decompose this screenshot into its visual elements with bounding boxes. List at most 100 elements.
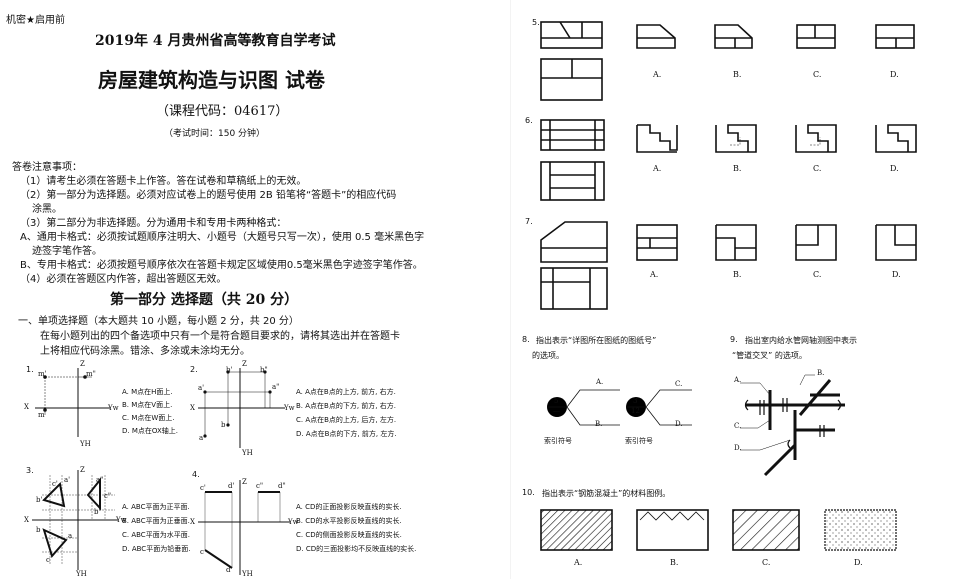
question-number: 9. xyxy=(730,335,738,344)
label-c-double-prime: c" xyxy=(256,482,264,490)
option-a: A. xyxy=(653,164,662,173)
option-c: C. CD的侧面投影反映直线的实长. xyxy=(296,531,402,539)
label-c-prime: c' xyxy=(52,480,58,488)
symbol-1-caption: 索引符号 xyxy=(544,437,572,445)
label-a-prime: a' xyxy=(64,476,71,484)
option-c: C. xyxy=(734,422,742,430)
option-c: C. xyxy=(813,70,822,79)
symbol-2-caption: 索引符号 xyxy=(625,437,653,445)
exam-title: 2019年 4 月贵州省高等教育自学考试 xyxy=(95,33,336,49)
option-d: D. xyxy=(890,164,899,173)
label-a-double-prime: a" xyxy=(272,383,280,391)
question-number: 5. xyxy=(532,18,540,27)
label-c: c xyxy=(46,556,50,564)
paper-title: 房屋建筑构造与识图 试卷 xyxy=(98,68,325,92)
part1-title: 第一部分 选择题（共 20 分） xyxy=(110,292,299,308)
option-c: C. xyxy=(813,270,822,279)
option-c: C. xyxy=(675,380,683,388)
axis-z-label: Z xyxy=(242,360,247,368)
note-line: A、通用卡格式：必须按试题顺序注明大、小题号（大题号只写一次），使用 0.5 毫… xyxy=(20,232,425,243)
label-m-double-prime: m" xyxy=(86,370,96,378)
option-b: B. M点在V面上. xyxy=(122,401,173,409)
note-line: （1）请考生必须在答题卡上作答。答在试卷和草稿纸上的无效。 xyxy=(20,176,307,187)
question-number: 2. xyxy=(190,365,198,374)
question-text: 的选项。 xyxy=(532,351,564,360)
question-number: 1. xyxy=(26,365,34,374)
option-a: A. xyxy=(596,378,604,386)
option-d: D. xyxy=(890,70,899,79)
note-line: （3）第二部分为非选择题。分为通用卡和专用卡两种格式： xyxy=(20,218,287,229)
exam-time: （考试时间：150 分钟） xyxy=(164,129,266,139)
option-d: D. xyxy=(892,270,901,279)
label-a-double-prime: a" xyxy=(96,476,104,484)
instruction-line: 上将相应代码涂黑。错涂、多涂或未涂均无分。 xyxy=(40,346,250,357)
label-m: m xyxy=(38,411,45,419)
label-c-prime: c' xyxy=(200,484,206,492)
option-a: A. xyxy=(734,376,742,384)
question-text: 指出表示“详图所在图纸的图纸号” xyxy=(536,336,657,345)
label-d-double-prime: d" xyxy=(278,482,286,490)
axis-z-label: Z xyxy=(242,478,247,486)
question-number: 10. xyxy=(522,488,535,497)
axis-yh-label: YH xyxy=(76,570,87,578)
note-line: 迹签字笔作答。 xyxy=(32,246,102,257)
label-d: d xyxy=(226,566,231,574)
label-a-prime: a' xyxy=(198,384,205,392)
question-number: 7. xyxy=(525,217,533,226)
option-d: D. xyxy=(854,558,863,567)
option-b: B. xyxy=(733,164,742,173)
axis-yh-label: YH xyxy=(80,440,91,448)
option-c: C. M点在W面上. xyxy=(122,414,175,422)
question-text: 指出表示“钢筋混凝土”的材料图例。 xyxy=(542,489,671,498)
axis-yw-label: Yw xyxy=(284,404,295,412)
option-a: A. ABC平面为正平面. xyxy=(122,503,190,511)
option-a: A. xyxy=(650,270,659,279)
option-a: A. A点在B点的上方, 前方, 右方. xyxy=(296,388,396,396)
option-c: C. xyxy=(762,558,771,567)
option-c: C. ABC平面为水平面. xyxy=(122,531,190,539)
option-d: D. CD的三面投影均不反映直线的实长. xyxy=(296,545,417,553)
label-b: b xyxy=(36,526,41,534)
question-text: 指出室内给水管网轴测图中表示 xyxy=(745,336,857,345)
axis-yh-label: YH xyxy=(242,570,253,578)
axis-z-label: Z xyxy=(80,360,85,368)
symbol-2-bottom: 12 xyxy=(631,407,640,415)
axis-yw-label: Yw xyxy=(108,404,119,412)
label-b-double-prime: b" xyxy=(94,508,102,516)
axis-x-label: X xyxy=(190,404,195,412)
axis-yw-label: Yw xyxy=(116,516,127,524)
option-b: B. CD的水平投影反映直线的实长. xyxy=(296,517,402,525)
option-b: B. xyxy=(733,270,742,279)
question-number: 4. xyxy=(192,470,200,479)
option-b: B. A点在B点的下方, 前方, 右方. xyxy=(296,402,396,410)
option-d: D. A点在B点的下方, 前方, 左方. xyxy=(296,430,397,438)
option-a: A. CD的正面投影反映直线的实长. xyxy=(296,503,402,511)
label-b-prime: b' xyxy=(36,496,43,504)
notes-heading: 答卷注意事项： xyxy=(12,162,82,173)
axis-x-label: X xyxy=(190,518,195,526)
label-a: a xyxy=(199,434,204,442)
symbol-1-top: 5 xyxy=(554,397,559,405)
option-d: D. M点在OX轴上. xyxy=(122,427,178,435)
option-a: A. xyxy=(653,70,662,79)
symbol-2-top: 3 xyxy=(633,397,638,405)
question-number: 3. xyxy=(26,466,34,475)
axis-x-label: X xyxy=(24,403,29,411)
label-m-prime: m' xyxy=(38,370,47,378)
page-divider xyxy=(510,0,511,579)
label-d-prime: d' xyxy=(228,482,235,490)
option-d: D. ABC平面为铅垂面. xyxy=(122,545,191,553)
label-b: b xyxy=(221,421,226,429)
question-text: “管道交叉” 的选项。 xyxy=(732,351,807,360)
option-b: B. xyxy=(733,70,742,79)
option-c: C. A点在B点的上方, 后方, 左方. xyxy=(296,416,397,424)
note-line: B、专用卡格式：必须按题号顺序依次在答题卡规定区域使用0.5毫米黑色字迹签字笔作… xyxy=(20,260,423,271)
